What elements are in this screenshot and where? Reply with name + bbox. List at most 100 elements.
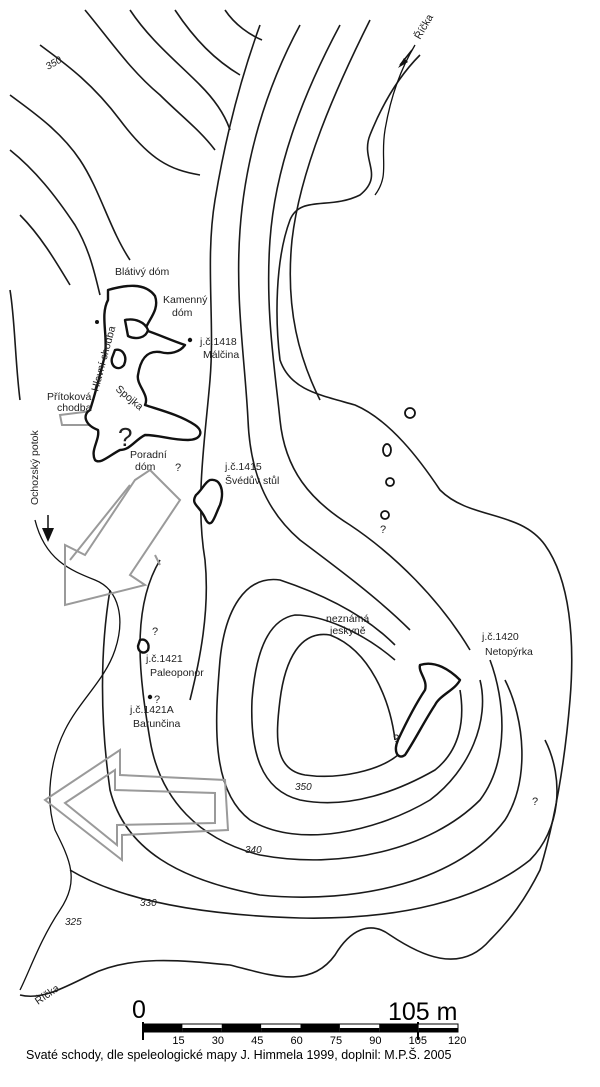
label-pritokova-2: chodba [57,402,92,414]
stream-arrows [43,408,230,863]
contour-label-350: 350 [295,782,312,793]
scale-segment [221,1024,262,1032]
label-unknown-1: neznámá [326,613,369,625]
scale-tick-labels: 15 30 45 60 75 90 105 120 [172,1035,466,1047]
contour-line [84,9,216,151]
contour-line [19,214,71,286]
cave-system-hlavni [84,284,202,463]
valley-outline [19,54,573,998]
question-mark: ? [152,626,158,638]
contour-line [215,578,484,836]
label-1415-name: Švédův stůl [225,474,279,487]
cave-entrance-1418 [187,337,193,343]
contour-label-325: 325 [65,917,82,928]
scale-tick-label: 105 [409,1035,427,1047]
label-blativy-dom: Blátivý dóm [115,266,170,278]
circle-icon [380,510,390,520]
circle-icon [385,477,395,487]
label-1420-id: j.č.1420 [481,631,519,643]
contour-line [237,24,411,631]
label-kamenny-dom-1: Kamenný [163,294,208,306]
scale-segment [339,1028,380,1032]
scale-tick-label: 75 [330,1035,342,1047]
contour-line [139,559,503,861]
scale-tick-label: 90 [369,1035,381,1047]
scale-zero-label: 0 [132,996,146,1024]
scale-segment [418,1028,458,1032]
scale-tick-label: 15 [172,1035,184,1047]
stream-ochozsky-potok [19,519,121,991]
label-1418-id: j.č.1418 [199,336,237,348]
cave-passages [84,284,462,758]
label-kamenny-dom-2: dóm [172,307,193,319]
scale-tick-label: 120 [448,1035,466,1047]
scale-segment [182,1028,222,1032]
arrow-icon [398,58,408,68]
label-ochozsky-potok: Ochozský potok [29,430,41,505]
cave-passage-inner [123,318,150,340]
label-1421-id: j.č.1421 [145,653,183,665]
scale-segments [142,1023,459,1033]
label-1421a-name: Barunčina [133,718,180,730]
contour-line [9,94,131,261]
label-poradni-2: dóm [135,461,156,473]
contour-line [250,614,463,804]
stream-ricka [374,44,416,196]
label-1420-name: Netopýrka [485,646,533,658]
cave-1415 [192,478,224,525]
contour-label-330: 330 [140,898,157,909]
question-mark: ? [393,733,399,745]
question-mark: ? [154,694,160,706]
cave-entrance-1421a [147,694,153,700]
contour-line [276,633,399,778]
question-mark: ? [532,796,538,808]
scale-tick-label: 60 [291,1035,303,1047]
arrow-icon [399,49,413,66]
circle-icon [404,407,416,419]
cave-passage-inner [110,348,127,370]
contour-label-340: 340 [245,845,262,856]
scale-bar: 0 105 m 15 30 45 60 75 90 105 120 [132,996,466,1047]
scale-tick-label: 30 [212,1035,224,1047]
contour-line [69,739,558,919]
contour-line [101,589,523,898]
cave-1420 [394,662,462,758]
label-ricka-top: Říčka [411,12,436,42]
scale-segment [143,1024,183,1032]
contour-label-350-top: 350 [44,55,64,73]
contour-line [174,9,241,76]
contour-line [224,9,263,41]
contour-line [289,19,371,401]
arrow-icon [64,468,182,607]
scale-segment [300,1024,340,1032]
label-pritokova-1: Přítoková [47,391,92,403]
label-unknown-2: jeskyně [329,625,366,637]
arrow-icon [69,484,161,566]
question-mark: ? [380,524,386,536]
scale-max-label: 105 m [388,998,457,1026]
contour-line [267,24,471,651]
label-1421-name: Paleoponor [150,667,204,679]
question-mark: ? [175,462,181,474]
arrow-icon [63,768,216,848]
cave-entrance-point [95,320,99,324]
contour-lines [9,9,558,919]
scale-segment [261,1028,301,1032]
contour-line [9,149,101,296]
contour-line [9,289,21,401]
circle-icon [382,443,392,457]
label-1415-id: j.č.1415 [224,461,262,473]
contour-line [189,24,261,701]
scale-segment [379,1024,419,1032]
contour-line [129,9,231,131]
label-1421a-id: j.č.1421A [129,704,174,716]
scale-tick-label: 45 [251,1035,263,1047]
arrow-icon [43,748,230,863]
map-caption: Svaté schody, dle speleologické mapy J. … [26,1047,452,1062]
question-mark: ? [118,422,132,452]
cave-1421 [136,638,150,654]
label-1418-name: Málčina [203,349,239,361]
contour-line [39,44,201,176]
